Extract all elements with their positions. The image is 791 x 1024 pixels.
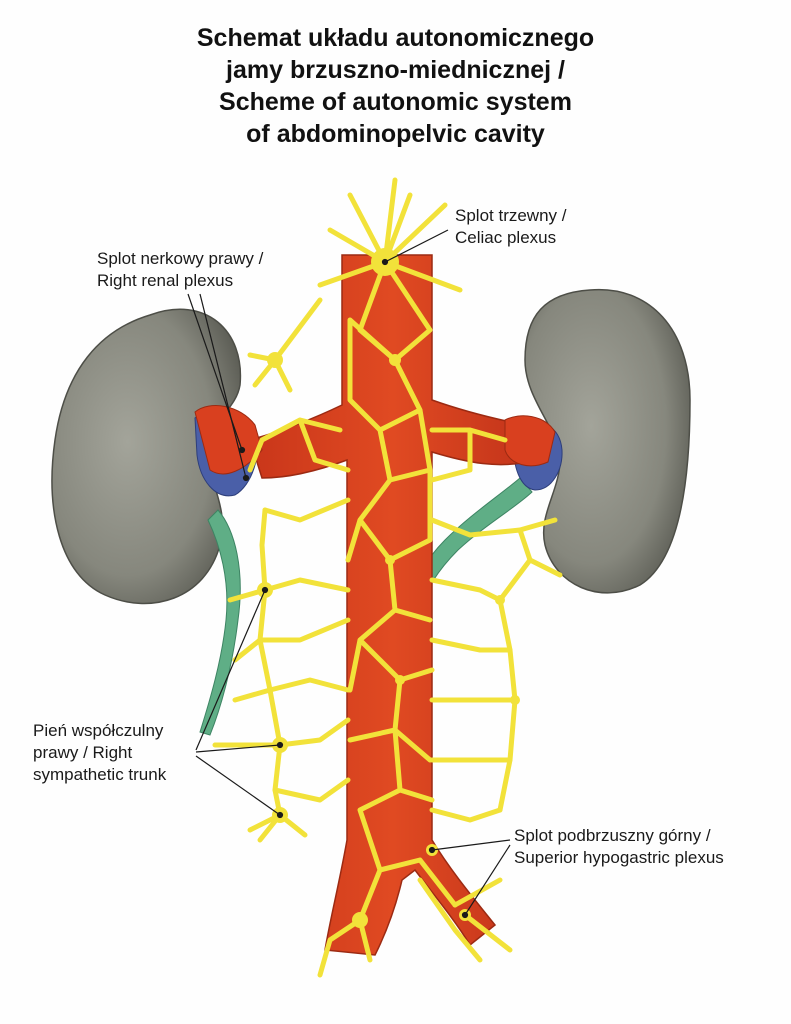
hypogastric-plexus-label: Splot podbrzuszny górny / Superior hypog…	[514, 825, 724, 869]
renal-label-line-1: Splot nerkowy prawy /	[97, 249, 264, 268]
celiac-plexus-label: Splot trzewny / Celiac plexus	[455, 205, 567, 249]
sympathetic-trunk-label: Pień współczulny prawy / Right sympathet…	[33, 720, 166, 786]
right-renal-plexus-label: Splot nerkowy prawy / Right renal plexus	[97, 248, 263, 292]
right-ureter	[199, 509, 241, 736]
right-kidney-left-side	[51, 308, 242, 605]
label-leader-lines	[187, 229, 511, 919]
title-line-4: of abdominopelvic cavity	[246, 120, 545, 148]
title-line-2: jamy brzuszno-miednicznej /	[226, 56, 565, 84]
celiac-label-line-2: Celiac plexus	[455, 228, 557, 247]
left-renal-artery	[504, 415, 556, 467]
celiac-label-line-1: Splot trzewny /	[455, 206, 567, 225]
diagram-title: Schemat układu autonomicznego jamy brzus…	[0, 22, 791, 150]
title-line-1: Schemat układu autonomicznego	[196, 24, 595, 52]
sympathetic-label-line-1: Pień współczulny	[33, 721, 164, 740]
hypogastric-label-line-1: Splot podbrzuszny górny /	[514, 826, 711, 845]
title-line-3: Scheme of autonomic system	[219, 88, 572, 116]
right-renal-artery	[194, 405, 263, 475]
hypogastric-label-line-2: Superior hypogastric plexus	[514, 848, 724, 867]
sympathetic-label-line-3: sympathetic trunk	[33, 765, 167, 784]
sympathetic-label-line-2: prawy / Right	[33, 743, 133, 762]
renal-label-line-2: Right renal plexus	[97, 271, 234, 290]
